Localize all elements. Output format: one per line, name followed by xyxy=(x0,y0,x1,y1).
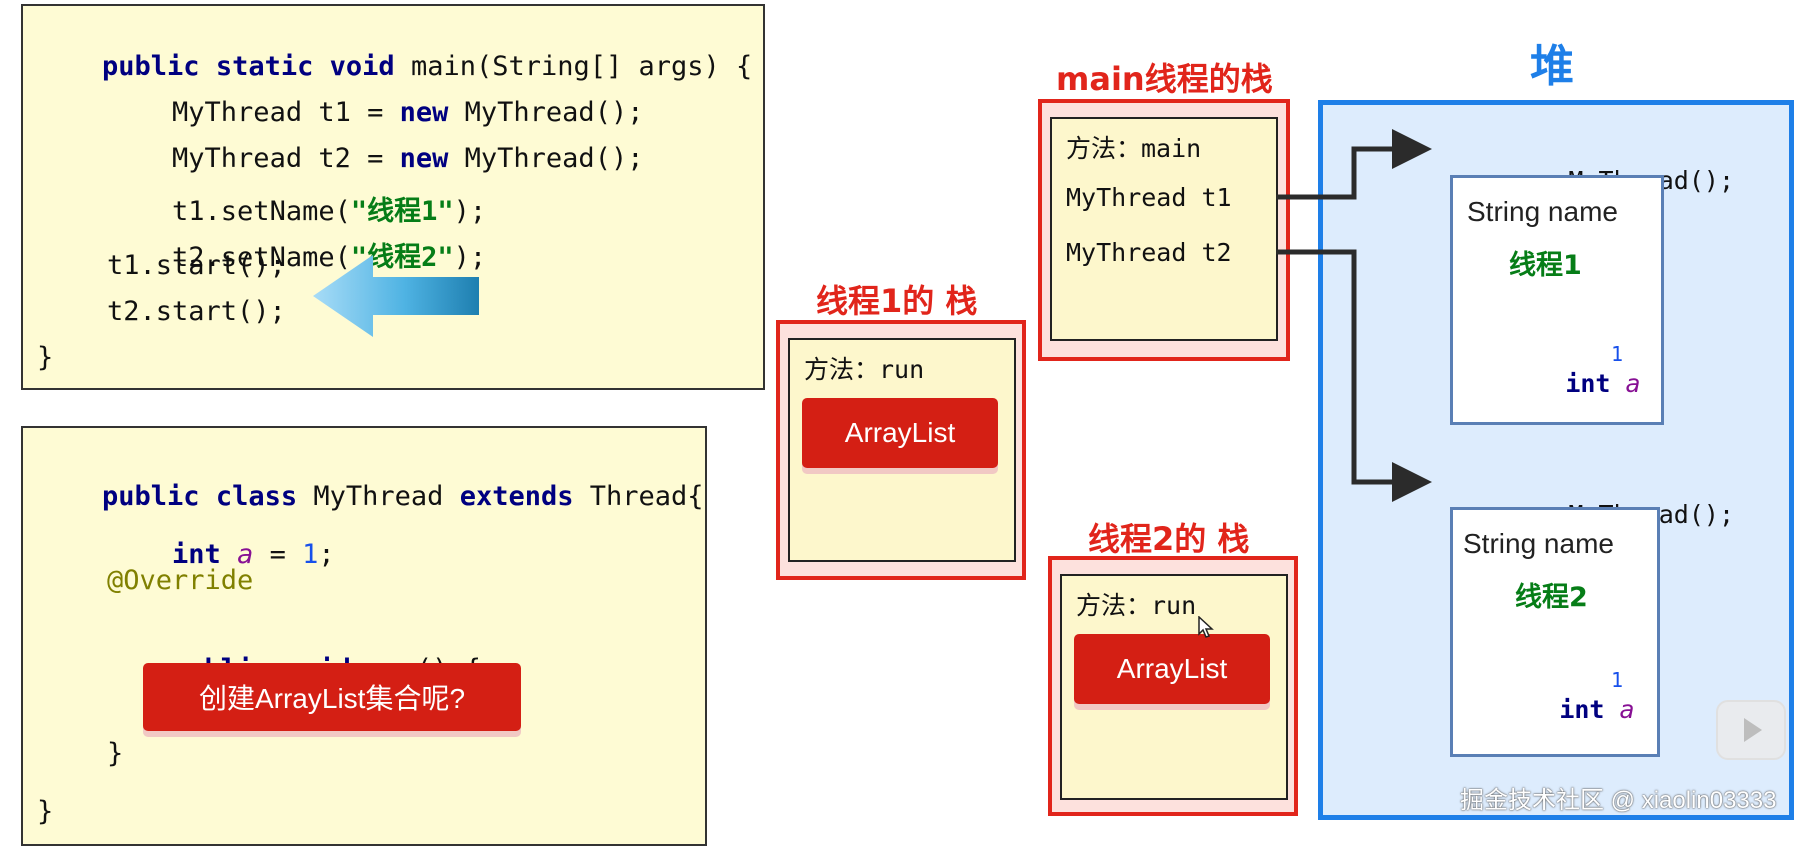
thread2-stack: 方法：run ArrayList xyxy=(1048,556,1298,816)
code-line-6: t1.start(); xyxy=(107,250,286,281)
create-arraylist-popup: 创建ArrayList集合呢? xyxy=(143,663,521,731)
thread1-arraylist-button[interactable]: ArrayList xyxy=(802,398,998,468)
class-line-6: } xyxy=(37,796,54,827)
main-var-t1: MyThread t1 xyxy=(1066,183,1232,212)
class-line-3: @Override xyxy=(107,565,254,596)
thread1-method-label: 方法：run xyxy=(804,355,925,384)
obj1-int-field: int a xyxy=(1565,369,1641,398)
mythread-object-1: String name 线程1 int a 1 xyxy=(1450,175,1664,425)
class-code-box: public class MyThread extends Thread{ in… xyxy=(21,426,707,846)
arrow-t2-to-object-2 xyxy=(1276,249,1432,502)
class-line-5: } xyxy=(107,738,124,769)
arrow-t1-to-object-1 xyxy=(1276,129,1432,200)
heap-region: new MyThread(); String name 线程1 int a 1 … xyxy=(1318,100,1794,820)
main-method-label: 方法：main xyxy=(1066,134,1202,163)
code-line-3: MyThread t2 = new MyThread(); xyxy=(172,143,644,174)
arrow-left-icon xyxy=(313,255,479,337)
mythread-object-2: String name 线程2 int a 1 xyxy=(1450,507,1660,757)
code-line-4: t1.setName("线程1"); xyxy=(172,196,487,227)
main-stack-title: main线程的栈 xyxy=(1056,60,1273,98)
code-line-2: MyThread t1 = new MyThread(); xyxy=(172,97,644,128)
mouse-cursor-icon xyxy=(1198,616,1214,638)
play-icon[interactable] xyxy=(1716,700,1786,760)
main-stack-frame: 方法：main MyThread t1 MyThread t2 xyxy=(1050,117,1278,341)
obj2-field-name: String name xyxy=(1463,528,1614,559)
obj2-int-value: 1 xyxy=(1611,668,1624,692)
thread1-stack-title: 线程1的 栈 xyxy=(816,282,978,320)
code-line-1: public static void main(String[] args) { xyxy=(102,51,753,82)
obj1-name-value: 线程1 xyxy=(1509,250,1582,281)
code-line-7: t2.start(); xyxy=(107,296,286,327)
thread2-method-label: 方法：run xyxy=(1076,591,1197,620)
heap-title: 堆 xyxy=(1530,41,1574,92)
thread2-stack-title: 线程2的 栈 xyxy=(1088,520,1250,558)
watermark: 掘金技术社区 @ xiaolin03333 xyxy=(1460,787,1777,814)
obj2-int-field: int a xyxy=(1559,695,1635,724)
thread2-stack-frame: 方法：run ArrayList xyxy=(1060,574,1288,800)
obj1-int-value: 1 xyxy=(1611,342,1624,366)
thread1-stack: 方法：run ArrayList xyxy=(776,320,1026,580)
obj1-field-name: String name xyxy=(1467,196,1618,227)
class-line-2: int a = 1; xyxy=(172,539,335,570)
class-line-1: public class MyThread extends Thread{ xyxy=(102,481,704,512)
main-code-box: public static void main(String[] args) {… xyxy=(21,4,765,390)
main-var-t2: MyThread t2 xyxy=(1066,238,1232,267)
thread1-stack-frame: 方法：run ArrayList xyxy=(788,338,1016,562)
main-thread-stack: 方法：main MyThread t1 MyThread t2 xyxy=(1038,99,1290,361)
thread2-arraylist-button[interactable]: ArrayList xyxy=(1074,634,1270,704)
obj2-name-value: 线程2 xyxy=(1515,582,1588,613)
code-line-8: } xyxy=(37,342,54,373)
